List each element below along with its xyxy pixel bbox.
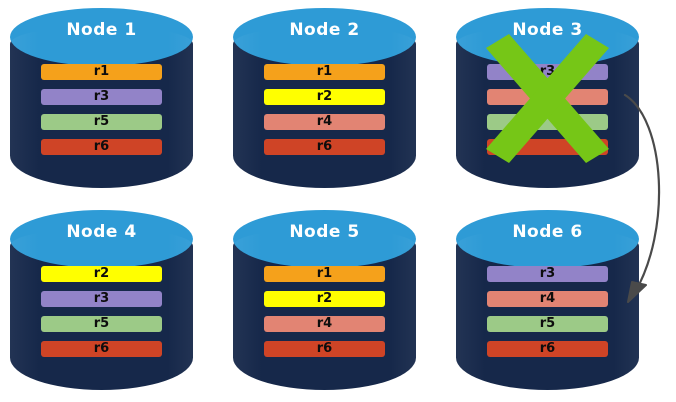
record-row[interactable]: r2 — [41, 266, 162, 282]
record-row[interactable]: r6 — [41, 139, 162, 155]
record-row[interactable]: r6 — [264, 139, 385, 155]
cylinder-top-ellipse — [10, 8, 193, 66]
record-row[interactable] — [487, 139, 608, 155]
node-5-records: r1 r2 r4 r6 — [264, 266, 385, 357]
record-row[interactable]: r6 — [41, 341, 162, 357]
node-1-records: r1 r3 r5 r6 — [41, 64, 162, 155]
node-2-label: Node 2 — [289, 20, 360, 40]
record-row[interactable] — [487, 114, 608, 130]
node-1-label: Node 1 — [66, 20, 137, 40]
record-row[interactable]: r6 — [487, 341, 608, 357]
node-5[interactable]: Node 5 r1 r2 r4 r6 — [233, 210, 416, 390]
cylinder-top-ellipse — [233, 8, 416, 66]
node-2-records: r1 r2 r4 r6 — [264, 64, 385, 155]
node-6-records: r3 r4 r5 r6 — [487, 266, 608, 357]
cylinder-top-ellipse — [10, 210, 193, 268]
record-row[interactable] — [487, 89, 608, 105]
node-1[interactable]: Node 1 r1 r3 r5 r6 — [10, 8, 193, 188]
node-4-records: r2 r3 r5 r6 — [41, 266, 162, 357]
record-row[interactable]: r1 — [41, 64, 162, 80]
node-3[interactable]: Node 3 r3 — [456, 8, 639, 188]
record-row[interactable]: r5 — [41, 114, 162, 130]
record-row[interactable]: r1 — [264, 266, 385, 282]
node-3-label: Node 3 — [512, 20, 583, 40]
record-row[interactable]: r3 — [41, 291, 162, 307]
record-row[interactable]: r2 — [264, 291, 385, 307]
node-4-label: Node 4 — [66, 222, 137, 242]
node-4[interactable]: Node 4 r2 r3 r5 r6 — [10, 210, 193, 390]
record-row[interactable]: r3 — [41, 89, 162, 105]
record-row[interactable]: r4 — [487, 291, 608, 307]
cylinder-top-ellipse — [233, 210, 416, 268]
node-3-records: r3 — [487, 64, 608, 155]
record-row[interactable]: r1 — [264, 64, 385, 80]
record-row[interactable]: r5 — [487, 316, 608, 332]
node-6-label: Node 6 — [512, 222, 583, 242]
record-row[interactable]: r3 — [487, 266, 608, 282]
record-row[interactable]: r4 — [264, 114, 385, 130]
cylinder-top-ellipse — [456, 210, 639, 268]
record-row[interactable]: r6 — [264, 341, 385, 357]
record-row[interactable]: r2 — [264, 89, 385, 105]
record-row[interactable]: r5 — [41, 316, 162, 332]
node-5-label: Node 5 — [289, 222, 360, 242]
record-row[interactable]: r4 — [264, 316, 385, 332]
record-row[interactable]: r3 — [487, 64, 608, 80]
node-2[interactable]: Node 2 r1 r2 r4 r6 — [233, 8, 416, 188]
node-6[interactable]: Node 6 r3 r4 r5 r6 — [456, 210, 639, 390]
